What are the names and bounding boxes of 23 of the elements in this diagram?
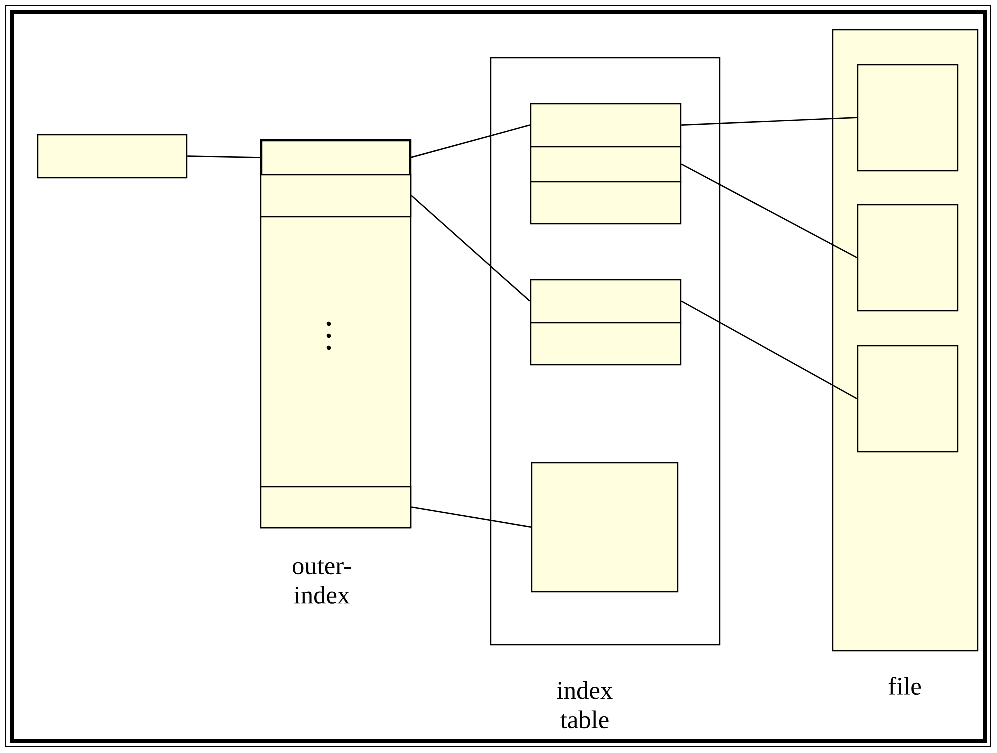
cell-box bbox=[530, 181, 682, 225]
connector-line bbox=[410, 124, 530, 158]
connector-line bbox=[412, 506, 532, 528]
cell-box bbox=[260, 486, 412, 529]
node-label: index table bbox=[557, 681, 613, 729]
node-label: file bbox=[888, 676, 922, 696]
cell-box bbox=[857, 345, 959, 453]
cell-box bbox=[530, 279, 682, 324]
cell-box bbox=[37, 134, 188, 179]
cell-box bbox=[530, 103, 682, 148]
cell-box bbox=[857, 64, 959, 172]
connector-line bbox=[681, 300, 858, 400]
cell-box bbox=[261, 140, 411, 176]
cell-box bbox=[530, 146, 682, 183]
cell-box bbox=[531, 462, 679, 593]
cell-box bbox=[857, 204, 959, 312]
cell-box bbox=[530, 322, 682, 366]
cell-box bbox=[260, 174, 412, 218]
connector-line bbox=[682, 117, 858, 126]
connector-line bbox=[411, 195, 530, 302]
connector-line bbox=[681, 164, 858, 258]
connector-line bbox=[188, 156, 262, 158]
node-label: outer-index bbox=[292, 560, 352, 604]
